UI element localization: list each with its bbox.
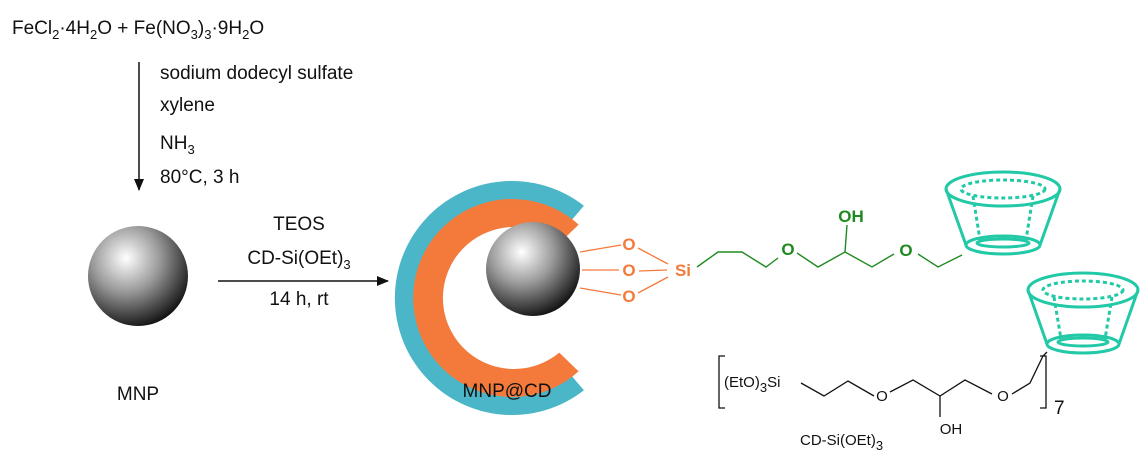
step2-condition-2: CD-Si(OEt)3 (247, 248, 350, 272)
linker-chain-2 (796, 251, 895, 268)
repeat-count: 7 (1054, 398, 1065, 419)
reactants-formula: FeCl2·4H2O + Fe(NO3)3·9H2O (12, 18, 264, 42)
cyclodextrin-icon (944, 170, 1062, 256)
inner-shell-orange (413, 199, 579, 398)
ether-oxygen-1: O (781, 240, 794, 259)
reagent-etosi: (EtO)3Si (724, 374, 780, 395)
linker-oh-bond (844, 224, 848, 253)
step2-condition-1: TEOS (273, 214, 325, 235)
mnp-core (486, 222, 580, 316)
linker-chain-3 (917, 253, 963, 268)
reagent-chain (800, 380, 875, 397)
hydroxyl-group: OH (838, 207, 864, 226)
oxygen-top: O (622, 235, 635, 254)
reagent-ether-oxygen-1: O (876, 388, 888, 405)
reagent-ether-oxygen-2: O (997, 388, 1009, 405)
reagent-label: CD-Si(OEt)3 (800, 432, 883, 453)
cyclodextrin-reagent-icon (1026, 271, 1140, 355)
oxygen-middle: O (622, 261, 635, 280)
mnp-cd-particle (394, 181, 584, 415)
step1-condition-1: sodium dodecyl sulfate (160, 63, 353, 84)
step1-condition-4: 80°C, 3 h (160, 167, 239, 188)
mnp-cd-label: MNP@CD (463, 381, 552, 402)
linker-chain (696, 251, 779, 268)
mnp-sphere (88, 226, 188, 326)
reagent-chain-3 (1011, 351, 1048, 395)
si-anchor-bonds (579, 244, 669, 296)
step1-condition-3: NH3 (160, 133, 195, 157)
reagent-hydroxyl: OH (940, 421, 963, 438)
ether-oxygen-2: O (899, 241, 912, 260)
step1-condition-2: xylene (160, 95, 215, 116)
oxygen-bottom: O (622, 287, 635, 306)
step2-condition-3: 14 h, rt (269, 289, 329, 310)
reagent-chain-2 (889, 379, 993, 397)
silicon-atom: Si (675, 261, 691, 280)
mnp-label: MNP (117, 384, 159, 405)
